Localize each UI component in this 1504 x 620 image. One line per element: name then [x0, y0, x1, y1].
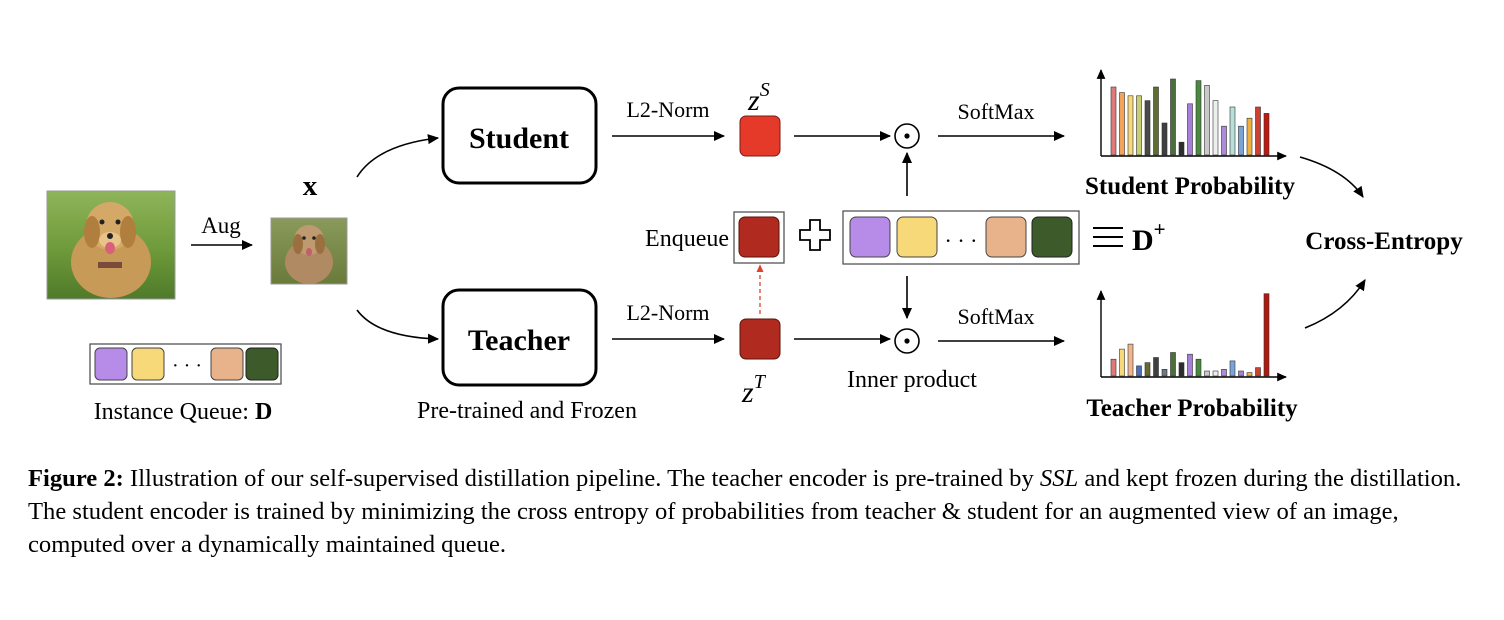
- student-probability-bar-8: [1170, 78, 1176, 156]
- inner-product-symbol-bottom: [894, 328, 920, 354]
- student-probability-bar-13: [1212, 100, 1219, 156]
- augmented-dog-image: [270, 217, 348, 285]
- softmax-label-bottom: SoftMax: [958, 304, 1035, 329]
- equiv-icon: [1093, 227, 1123, 247]
- teacher-probability-bar-14: [1221, 368, 1227, 377]
- student-probability-bar-6: [1153, 86, 1159, 156]
- student-probability-bar-16: [1238, 125, 1244, 156]
- student-probability-bar-9: [1178, 141, 1185, 156]
- curve-to-student: [356, 134, 440, 178]
- softmax-label-top: SoftMax: [958, 99, 1035, 124]
- l2-norm-label-top: L2-Norm: [626, 97, 709, 122]
- teacher-probability-bar-1: [1110, 358, 1117, 377]
- teacher-probability-bar-6: [1153, 357, 1159, 377]
- teacher-probability-bar-4: [1136, 365, 1142, 377]
- teacher-probability-bar-3: [1127, 343, 1134, 377]
- teacher-probability-bar-16: [1238, 370, 1244, 377]
- teacher-embedding-label: zT: [741, 371, 767, 409]
- teacher-encoder-box: [441, 288, 598, 387]
- student-probability-bar-3: [1127, 95, 1134, 156]
- instance-queue-ellipsis: · · ·: [172, 355, 202, 377]
- pipeline-diagram: Aug x Student Teacher Pre-trained and Fr…: [46, 69, 1463, 425]
- student-probability-bar-2: [1119, 92, 1125, 156]
- d-plus-label: D+: [1132, 217, 1166, 257]
- teacher-probability-histogram: [1096, 290, 1287, 382]
- x-label: x: [303, 170, 318, 202]
- student-probability-bar-4: [1136, 95, 1142, 156]
- student-probability-bar-7: [1161, 122, 1168, 156]
- caption-text-part2: and kept frozen during the distillation.…: [28, 465, 1462, 558]
- dog-image: [46, 190, 176, 300]
- instance-queue: [89, 343, 282, 385]
- teacher-probability-label: Teacher Probability: [1086, 395, 1298, 422]
- teacher-probability-bar-17: [1246, 372, 1253, 377]
- student-probability-bar-12: [1204, 85, 1210, 156]
- figure-caption: Figure 2: Illustration of our self-super…: [28, 462, 1478, 561]
- enqueue-embedding-square: [738, 216, 780, 258]
- student-probability-bar-19: [1263, 113, 1270, 156]
- teacher-probability-bar-19: [1263, 293, 1270, 377]
- curve-to-teacher: [356, 309, 440, 344]
- student-probability-histogram: [1096, 69, 1287, 161]
- teacher-to-ce-arrow: [1304, 279, 1366, 329]
- student-probability-bar-5: [1144, 100, 1151, 156]
- student-probability-bar-14: [1221, 125, 1227, 156]
- student-probability-bar-17: [1246, 117, 1253, 156]
- teacher-probability-bar-15: [1229, 360, 1236, 377]
- enqueue-label: Enqueue: [645, 226, 729, 252]
- student-to-ce-arrow: [1299, 156, 1364, 198]
- caption-ssl: SSL: [1039, 465, 1079, 492]
- inner-product-symbol-top: [894, 123, 920, 149]
- student-probability-bar-10: [1187, 103, 1193, 156]
- student-label: Student: [469, 122, 569, 155]
- teacher-probability-bar-7: [1161, 368, 1168, 377]
- teacher-probability-bar-9: [1178, 362, 1185, 377]
- student-embedding-label: zS: [747, 79, 770, 117]
- inner-product-label: Inner product: [847, 367, 977, 393]
- pretrained-frozen-label: Pre-trained and Frozen: [417, 398, 637, 424]
- student-probability-bar-15: [1229, 106, 1236, 156]
- teacher-probability-bar-11: [1195, 358, 1202, 377]
- student-embedding-square: [739, 115, 781, 157]
- student-probability-bar-18: [1255, 106, 1261, 156]
- student-probability-bar-1: [1110, 86, 1117, 156]
- teacher-probability-bar-13: [1212, 370, 1219, 377]
- teacher-probability-bar-12: [1204, 370, 1210, 377]
- aug-label: Aug: [201, 213, 241, 238]
- teacher-probability-bar-10: [1187, 353, 1193, 377]
- l2-norm-label-bottom: L2-Norm: [626, 300, 709, 325]
- teacher-embedding-square: [739, 318, 781, 360]
- cross-entropy-label: Cross-Entropy: [1305, 228, 1463, 255]
- teacher-probability-bar-5: [1144, 362, 1151, 377]
- teacher-probability-bar-2: [1119, 348, 1125, 377]
- dynamic-queue: [842, 210, 1080, 265]
- student-probability-bar-11: [1195, 80, 1202, 156]
- teacher-probability-bar-8: [1170, 352, 1176, 377]
- queue-ellipsis: · · ·: [945, 228, 978, 253]
- caption-text-part1: Illustration of our self-supervised dist…: [123, 465, 1040, 492]
- student-probability-label: Student Probability: [1085, 173, 1295, 200]
- plus-icon: [799, 219, 831, 251]
- instance-queue-label: Instance Queue: D: [94, 399, 273, 425]
- teacher-probability-bar-18: [1255, 367, 1261, 377]
- caption-lead: Figure 2:: [28, 465, 124, 492]
- teacher-label: Teacher: [468, 324, 570, 357]
- student-encoder-box: [441, 86, 598, 185]
